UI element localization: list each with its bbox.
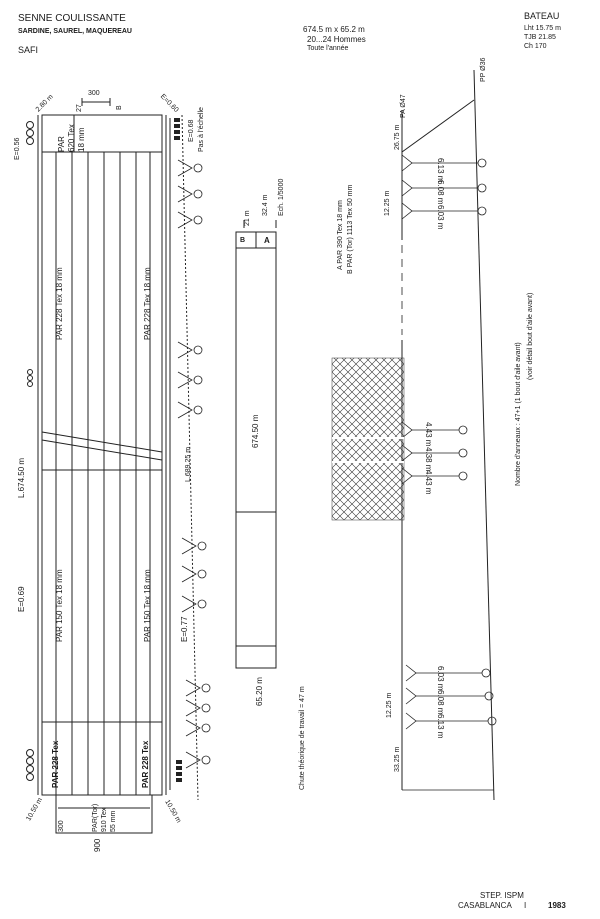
top-spacing-1: 6.13 m [436,158,445,183]
bottom-panel [55,794,153,834]
bottom-300: 300 [58,820,65,832]
par150-label-b: PAR 150 Tex 18 mm [143,569,152,642]
e-right: E=0.77 [180,616,189,642]
scheme-width-324: 32.4 m [262,194,269,216]
rigging-lines [401,69,495,801]
port-label: SAFI [18,45,39,55]
scheme-scale: Ech. 1/5000 [278,178,285,216]
footer-org: STEP. ISPM [480,891,524,900]
boat-length: Lht 15.75 m [524,25,561,32]
scheme-width-21: 21 m [244,210,251,226]
legend-a: A PAR 390 Tex 18 mm [337,200,344,270]
scheme-label-a: A [264,236,270,245]
left-length: L.674.50 m [17,457,26,498]
right-length: L.689.25 m [185,446,192,482]
boat-tonnage: TJB 21.85 [524,34,556,41]
top-spacing-2: 6.08 m [436,180,445,205]
scheme-bottom-length: 65.20 m [255,677,264,706]
not-to-scale-note: Pas à l'échelle [198,107,205,152]
diagram-title: SENNE COULISSANTE [18,13,126,24]
top-spacing-3: 6.03 m [436,205,445,230]
theoretical-depth: Chute théorique de travail = 47 m [299,686,306,790]
small-bottom-length: 12.25 m [386,692,393,718]
par228-label-a: PAR 228 Tex 18 mm [55,267,64,340]
scale-27: 27 [76,104,83,112]
season-label: Toute l'année [307,45,349,52]
pa-rope: PA Ø47 [400,94,407,118]
crew-label: 20...24 Hommes [307,35,366,44]
sinker-row-right [174,118,182,782]
par620-line2: 620 Tex [67,124,76,152]
bottom-bridle-length: 33.25 m [394,746,401,772]
e-left: E=0.69 [17,586,26,612]
mid-spacing-2: 4.38 m [424,447,433,472]
bottom-par-line2: 910 Tex [101,807,108,832]
rings-count: Nombre d'anneaux : 47+1 (1 bout d'aile a… [515,342,522,486]
footer-num: I [524,901,527,910]
footer-year: 1983 [548,901,566,910]
e-top-right: E=0.68 [188,119,195,142]
top-bridle-length: 26.75 m [394,124,401,150]
net-dimensions: 674.5 m x 65.2 m [303,25,365,34]
mid-spacing-3: 4.43 m [424,470,433,495]
bottom-900: 900 [93,838,102,852]
small-top-length: 12.25 m [384,190,391,216]
par620-line3: 18 mm [77,127,86,152]
bottom-spacing-2: 6.08 m [436,690,445,715]
float-row-top-left [26,121,34,781]
bottom-spacing-1: 6.03 m [436,666,445,691]
par150-label-a: PAR 150 Tex 18 mm [55,569,64,642]
par228-label-d: PAR 228 Tex [141,740,150,788]
scheme-label-b: B [240,237,246,244]
legend-b: B PAR (Tor) 1113 Tex 50 mm [347,184,354,274]
purse-rings [177,159,211,769]
boat-title: BATEAU [524,11,560,21]
pp-rope: PP Ø36 [480,57,487,82]
net-panel [41,114,163,796]
bottom-par-line1: PAR(Tor) [92,803,99,832]
bottom-spacing-3: 6.13 m [436,714,445,739]
boat-power: Ch 170 [524,43,547,50]
scale-b: B [116,105,123,110]
par228-label-b: PAR 228 Tex 18 mm [143,267,152,340]
par228-label-c: PAR 228 Tex [51,740,60,788]
e-top-left: E=0.56 [14,137,21,160]
mid-spacing-1: 4.43 m [424,422,433,447]
net-scheme [235,220,277,669]
scheme-main-length: 674.50 m [251,414,260,448]
species-label: SARDINE, SAUREL, MAQUEREAU [18,28,132,35]
bottom-par-line3: 55 mm [110,810,117,832]
rigging-rings [400,154,497,730]
scale-300: 300 [88,90,100,97]
rings-note: (voir détail bout d'aile avant) [527,292,534,380]
par620-line1: PAR [57,136,66,152]
footer-place: CASABLANCA [458,901,512,910]
